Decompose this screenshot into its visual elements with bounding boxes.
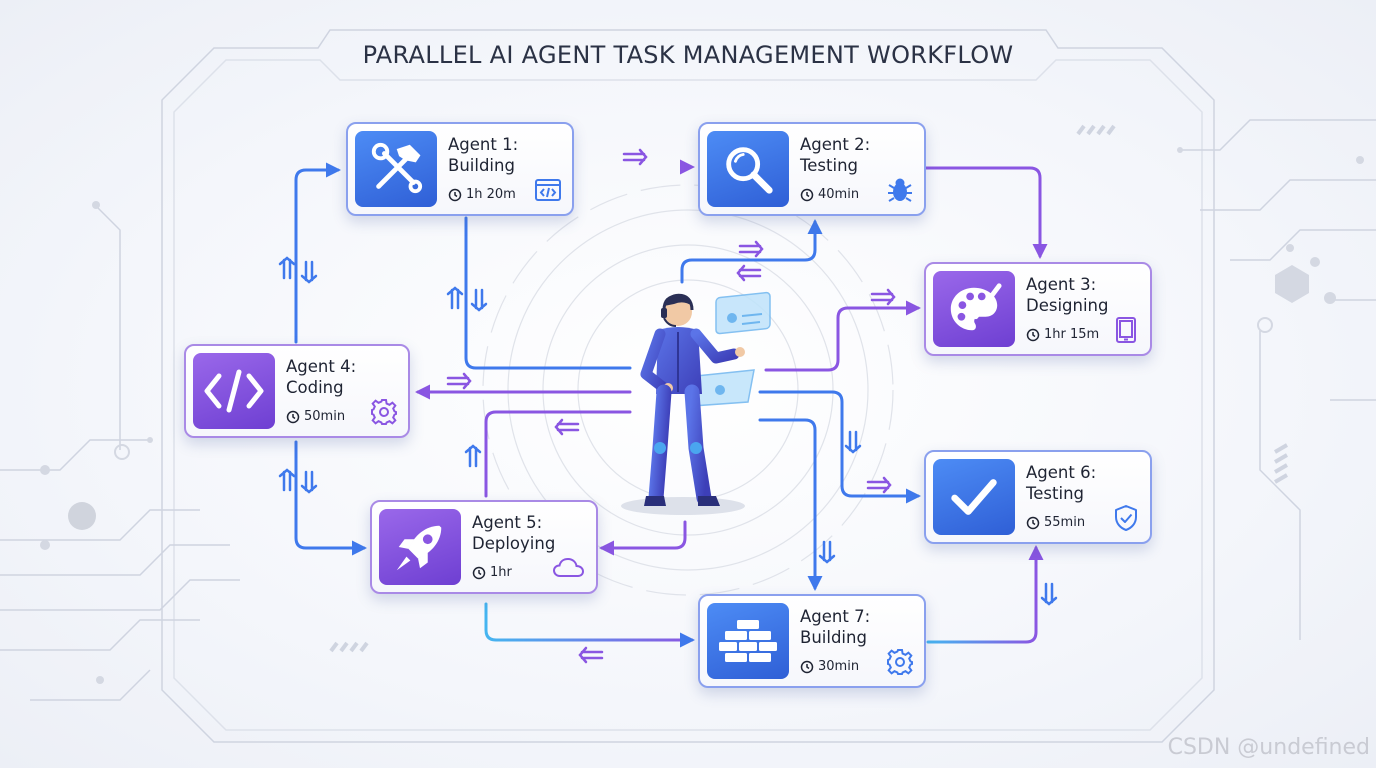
agent-label: Agent 1: Building: [448, 135, 519, 175]
agent-duration: 40min: [800, 187, 859, 202]
wire-2-3: [924, 166, 1048, 259]
agent-label: Agent 2: Testing: [800, 135, 871, 175]
bug-icon: [888, 178, 912, 202]
code-window-icon: [535, 179, 561, 201]
bricks-icon: [707, 603, 789, 679]
clock-icon: [286, 410, 300, 423]
clock-icon: [1026, 516, 1040, 529]
agent-label: Agent 6: Testing: [1026, 463, 1097, 503]
agent-label: Agent 5: Deploying: [472, 513, 556, 553]
wire-op-7: [758, 418, 823, 591]
agent-duration: 1hr 15m: [1026, 327, 1099, 342]
agent-duration: 1h 20m: [448, 187, 516, 202]
agent-card-6: Agent 6: Testing 55min: [924, 450, 1152, 544]
clock-icon: [1026, 328, 1040, 341]
agent-duration: 30min: [800, 659, 859, 674]
operator-figure: [640, 291, 771, 506]
agent-duration: 55min: [1026, 515, 1085, 530]
wire-op-6: [758, 390, 921, 504]
wire-7-6: [926, 545, 1044, 644]
agent-card-5: Agent 5: Deploying 1hr: [370, 500, 598, 594]
cloud-icon: [552, 557, 585, 577]
agent-card-4: Agent 4: Coding 50min: [184, 344, 410, 438]
wire-5-7: [484, 602, 695, 648]
watermark: CSDN @undefined: [1167, 735, 1370, 760]
diagram-title: PARALLEL AI AGENT TASK MANAGEMENT WORKFL…: [362, 41, 1014, 69]
checkmark-icon: [933, 459, 1015, 535]
code-brackets-icon: [193, 353, 275, 429]
wire-op-5a: [484, 410, 632, 498]
gear-icon: [371, 399, 397, 425]
clock-icon: [800, 660, 814, 673]
agent-label: Agent 7: Building: [800, 607, 871, 647]
clock-icon: [472, 566, 486, 579]
shield-check-icon: [1115, 505, 1137, 531]
palette-icon: [933, 271, 1015, 347]
wire-4-5: [294, 440, 367, 556]
agent-duration: 50min: [286, 409, 345, 424]
agent-label: Agent 3: Designing: [1026, 275, 1109, 315]
clock-icon: [800, 188, 814, 201]
wire-op-2: [680, 219, 823, 284]
wire-op-3: [764, 300, 921, 372]
magnifier-icon: [707, 131, 789, 207]
hologram-panel-icon: [715, 291, 771, 335]
agent-duration: 1hr: [472, 565, 512, 580]
agent-card-1: Agent 1: Building 1h 20m: [346, 122, 574, 216]
hammer-wrench-icon: [355, 131, 437, 207]
clock-icon: [448, 188, 462, 201]
tablet-icon: [1116, 317, 1136, 343]
agent-label: Agent 4: Coding: [286, 357, 357, 397]
gear-icon: [887, 649, 913, 675]
agent-card-2: Agent 2: Testing 40min: [698, 122, 926, 216]
wire-op-5b: [599, 520, 687, 556]
rocket-icon: [379, 509, 461, 585]
agent-card-7: Agent 7: Building 30min: [698, 594, 926, 688]
wire-4-1: [294, 162, 341, 344]
wire-1-op: [464, 216, 632, 370]
agent-card-3: Agent 3: Designing 1hr 15m: [924, 262, 1152, 356]
